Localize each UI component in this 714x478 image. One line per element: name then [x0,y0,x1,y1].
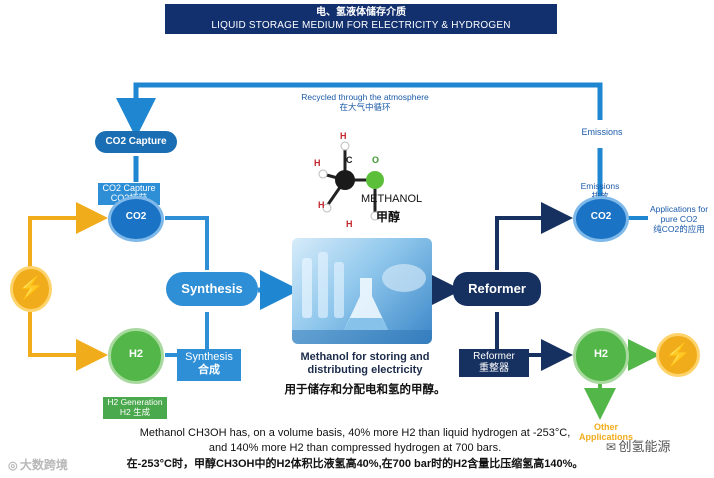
applications-co2-label: Applications for pure CO2 纯CO2的应用 [646,204,712,234]
atom-o: O [372,155,380,165]
atom-h-top: H [340,131,347,141]
footer-line-1: Methanol CH3OH has, on a volume basis, 4… [139,427,571,439]
watermark-left-text: 大数跨境 [19,458,68,472]
footer-line-2: and 140% more H2 than compressed hydroge… [208,442,502,454]
wechat-icon: ✉ [606,440,619,454]
h2-cloud-left: H2 [108,328,164,384]
watermark-right-text: 创氢能源 [618,439,671,454]
atom-h-bottom: H [346,219,353,229]
header-title-en: LIQUID STORAGE MEDIUM FOR ELECTRICITY & … [211,20,511,31]
atom-h-left: H [314,158,321,168]
reformer-node: Reformer [453,272,541,306]
h2-generation-en: H2 Generation [107,397,163,407]
h2-cloud-right-icon: H2 [593,348,609,360]
recycled-label: Recycled through the atmosphere 在大气中循环 [280,92,450,112]
center-caption-en-1: Methanol for storing and [300,351,430,363]
reformer-label-en: Reformer [473,351,515,362]
lab-glassware-illustration [292,252,432,344]
center-caption: Methanol for storing and distributing el… [285,351,445,377]
synthesis-label-zh: 合成 [198,364,220,376]
lab-image [292,238,432,344]
header-title-zh: 电、氢液体储存介质 [316,7,406,18]
synthesis-label-en: Synthesis [185,351,233,363]
power-icon-right: ⚡ [656,333,700,377]
applications-en-1: Applications for [649,204,709,214]
applications-zh: 纯CO2的应用 [653,224,705,234]
footer-line-3: 在-253°C时，甲醇CH3OH中的H2体积比液氢高40%,在700 bar时的… [126,458,584,470]
applications-en-2: pure CO2 [660,214,698,224]
watermark-right: ✉ 创氢能源 [606,436,670,455]
h2-cloud-right: H2 [573,328,629,384]
synthesis-node: Synthesis [166,272,258,306]
reformer-label-zh: 重整器 [479,363,509,374]
recycled-label-zh: 在大气中循环 [339,102,391,112]
co2-cloud-right-icon: CO2 [590,211,612,222]
co2-capture-label-en: CO2 Capture [102,183,156,193]
h2-generation-zh: H2 生成 [119,407,151,417]
other-applications-label: Other Applications [578,422,633,442]
co2-cloud-right: CO2 [573,196,629,242]
synthesis-label: Synthesis 合成 [177,349,241,381]
watermark-left: ◎ 大数跨境 [8,456,68,473]
methanol-name-zh: 甲醇 [376,210,401,224]
h2-generation-label: H2 Generation H2 生成 [103,397,167,419]
co2-cloud-left: CO2 [108,196,164,242]
co2-cloud-icon: CO2 [125,211,147,222]
watermark-left-icon: ◎ [8,460,20,472]
atom-h-bottom-left: H [318,200,325,210]
diagram-header: 电、氢液体储存介质 LIQUID STORAGE MEDIUM FOR ELEC… [165,4,557,34]
center-caption-zh: 用于储存和分配电和氢的甲醇。 [284,384,446,396]
reformer-label: Reformer 重整器 [459,349,529,377]
atom-c: C [346,155,353,165]
h2-cloud-icon: H2 [128,348,144,360]
co2-capture-pill: CO2 Capture [95,131,177,153]
emissions-top-label: Emissions [581,127,623,137]
methanol-name-en: METHANOL [361,193,423,205]
recycled-label-en: Recycled through the atmosphere [301,92,429,102]
power-icon-left: ⚡ [10,266,52,312]
methanol-molecule [318,141,384,221]
center-caption-en-2: distributing electricity [307,364,423,376]
emissions-label-en: Emissions [580,181,620,191]
